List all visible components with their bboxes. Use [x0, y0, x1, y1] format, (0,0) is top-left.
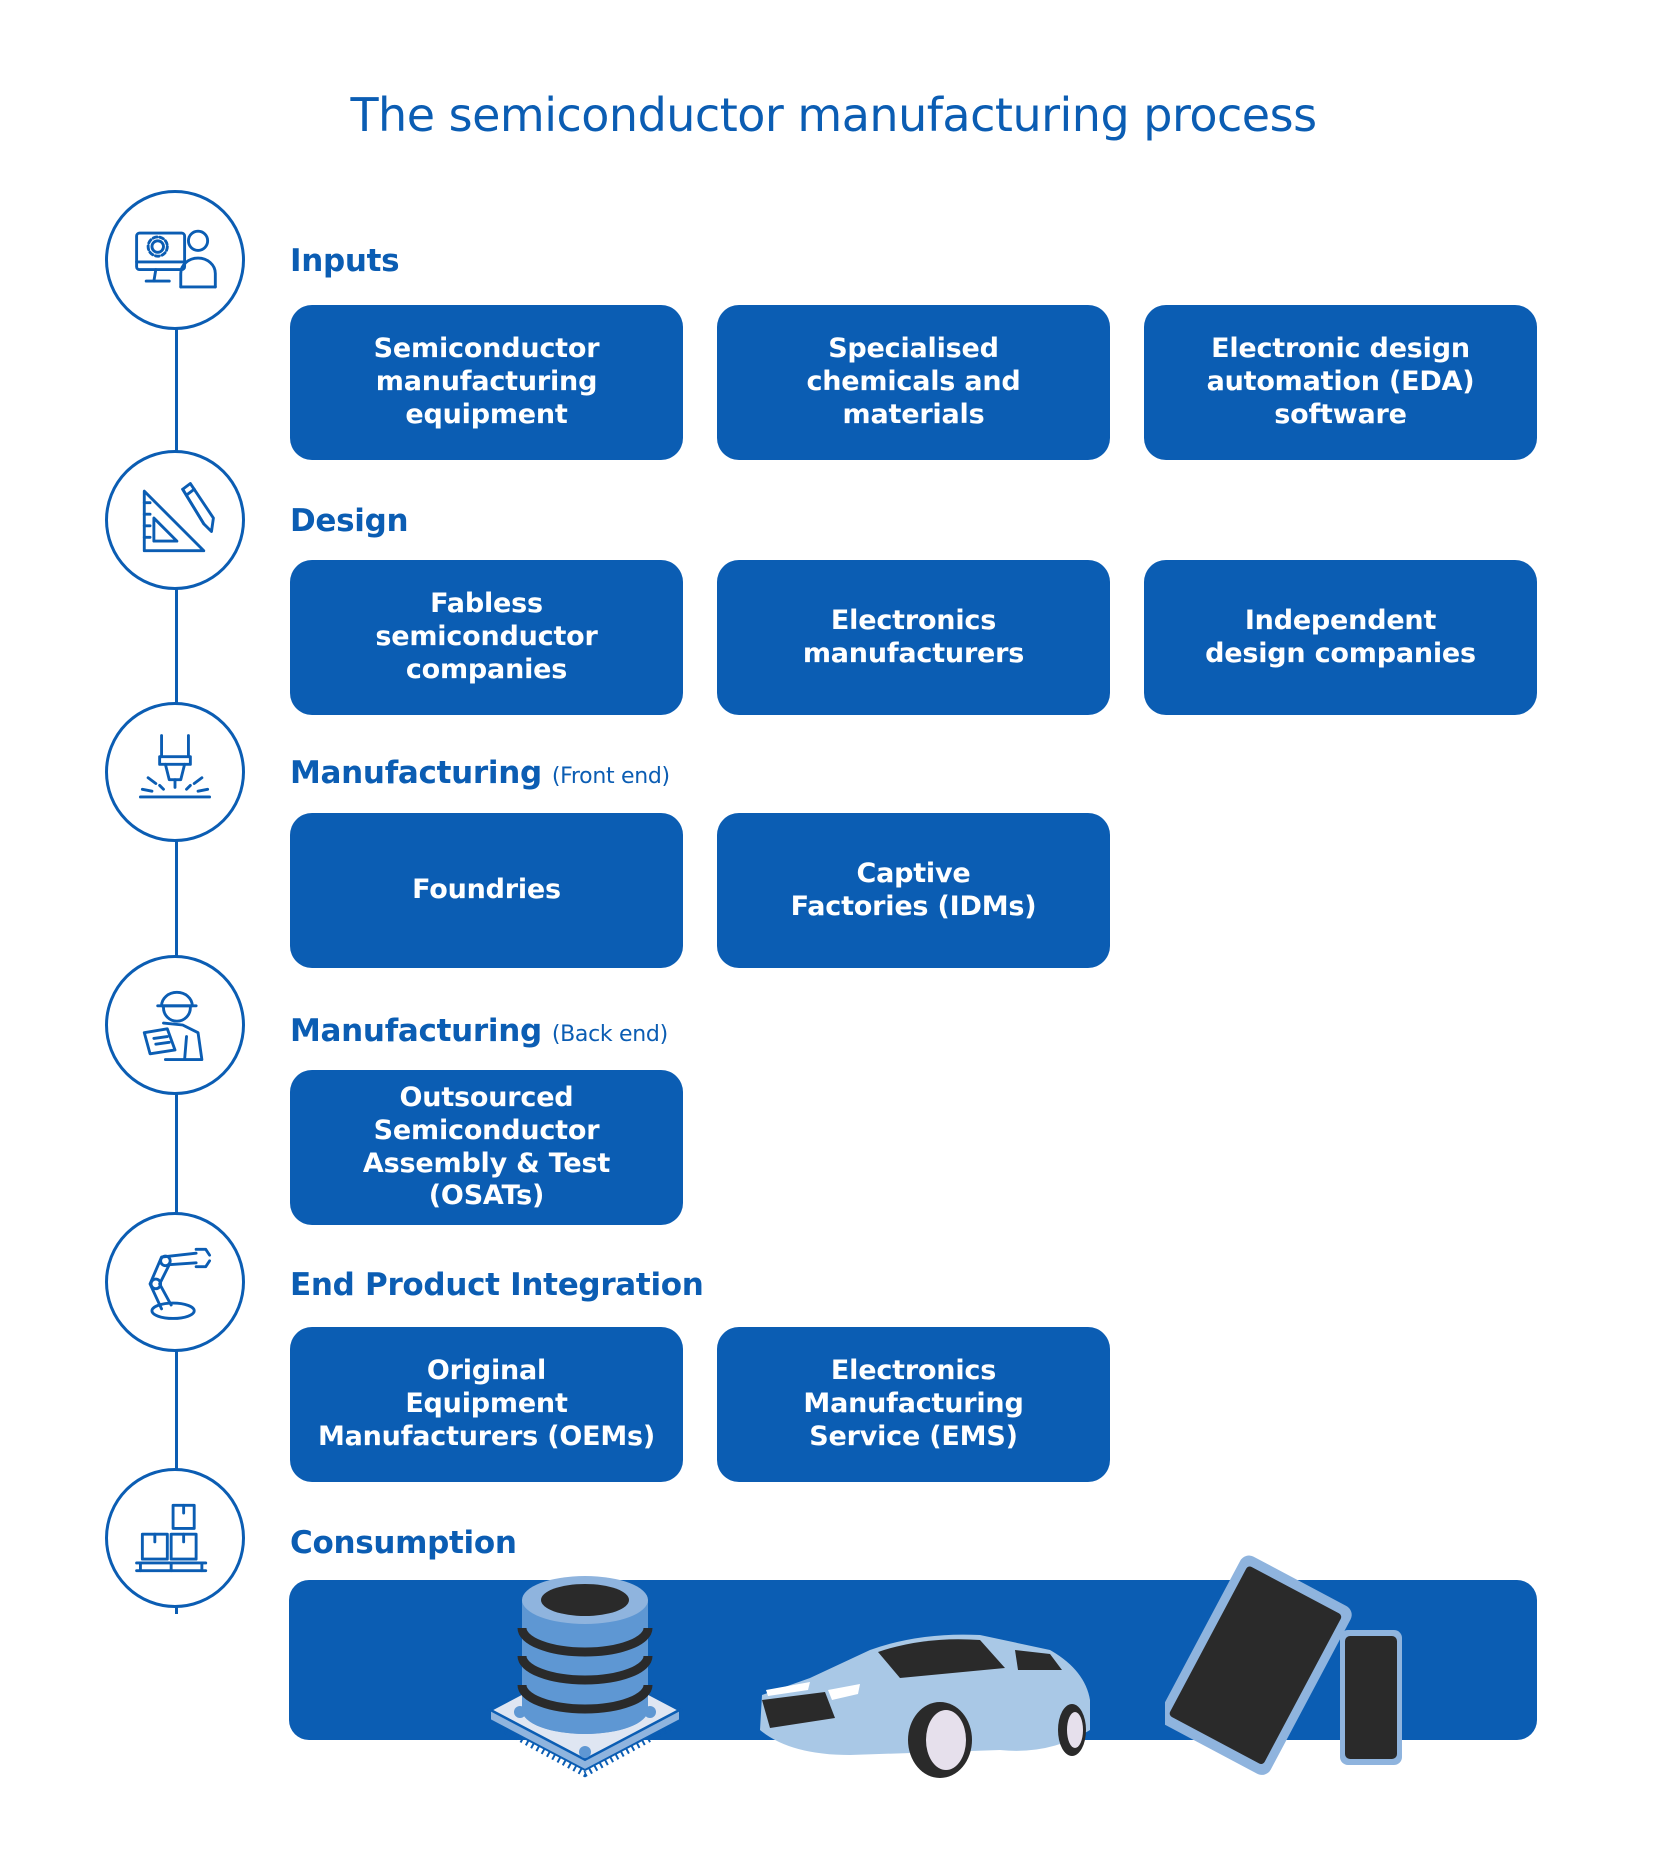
card-semiconductor-equipment: Semiconductor manufacturing equipment [290, 305, 683, 460]
card-electronics-manufacturers: Electronics manufacturers [717, 560, 1110, 715]
stage-heading-consumption: Consumption [290, 1525, 517, 1561]
card-foundries: Foundries [290, 813, 683, 968]
stage-heading-inputs: Inputs [290, 243, 400, 279]
card-osats: Outsourced Semiconductor Assembly & Test… [290, 1070, 683, 1225]
timeline-spine [175, 262, 178, 1614]
worker-clipboard-icon [105, 955, 245, 1095]
stage-heading-manufacturing-front: Manufacturing(Front end) [290, 755, 670, 791]
card-fabless-companies: Fabless semiconductor companies [290, 560, 683, 715]
server-chip-illustration [486, 1576, 684, 1778]
stage-heading-end-product-integration: End Product Integration [290, 1267, 704, 1303]
card-captive-factories: Captive Factories (IDMs) [717, 813, 1110, 968]
computer-user-gear-icon [105, 190, 245, 330]
page-title: The semiconductor manufacturing process [350, 88, 1317, 142]
laser-machine-icon [105, 702, 245, 842]
ruler-pencil-icon [105, 450, 245, 590]
stage-heading-manufacturing-back: Manufacturing(Back end) [290, 1013, 668, 1049]
card-ems: Electronics Manufacturing Service (EMS) [717, 1327, 1110, 1482]
boxes-pallet-icon [105, 1468, 245, 1608]
stage-heading-design: Design [290, 503, 409, 539]
robot-arm-icon [105, 1212, 245, 1352]
card-independent-design: Independent design companies [1144, 560, 1537, 715]
card-oems: Original Equipment Manufacturers (OEMs) [290, 1327, 683, 1482]
car-illustration [760, 1634, 1090, 1778]
tablet-phone-illustration [1165, 1555, 1402, 1775]
card-eda-software: Electronic design automation (EDA) softw… [1144, 305, 1537, 460]
card-specialised-chemicals: Specialised chemicals and materials [717, 305, 1110, 460]
